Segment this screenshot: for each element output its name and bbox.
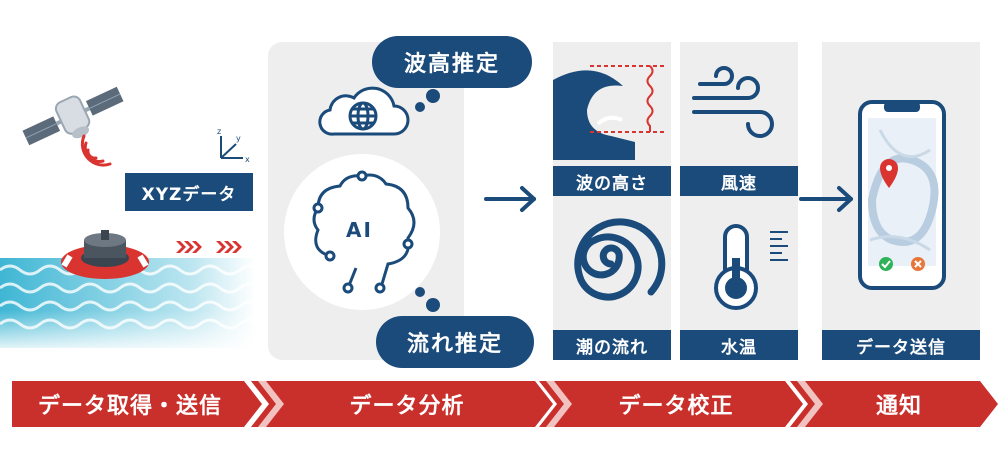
cloud-globe-icon <box>318 86 410 136</box>
ai-label: AI <box>346 218 373 242</box>
flow-estimation-bubble: 流れ推定 <box>376 316 534 368</box>
stage-acquire-label: データ取得・送信 <box>37 394 222 419</box>
thermometer-icon <box>714 224 788 310</box>
arrow-to-calibration-icon <box>484 186 536 212</box>
stage-analysis-label: データ分析 <box>349 394 465 419</box>
wave-estimation-bubble: 波高推定 <box>372 36 532 88</box>
thought-dots-bottom <box>415 287 440 312</box>
transfer-arrows-icon <box>176 241 242 253</box>
data-send-label: データ送信 <box>822 330 980 360</box>
wind-icon <box>692 66 774 138</box>
wind-speed-label: 風速 <box>680 166 798 196</box>
ai-brain-icon <box>284 154 440 310</box>
xyz-data-tag: XYZデータ <box>125 173 253 211</box>
water-temp-label: 水温 <box>680 330 798 360</box>
thought-dots-top <box>415 89 440 112</box>
smartphone-map-icon <box>858 100 946 290</box>
wave-height-icon <box>553 65 666 160</box>
buoy-icon <box>61 230 149 279</box>
signal-icon <box>80 134 112 167</box>
svg-text:x: x <box>245 155 250 164</box>
svg-text:z: z <box>217 127 221 136</box>
axis-letters: z y x <box>217 127 250 164</box>
svg-text:y: y <box>236 134 241 143</box>
tide-swirl-icon <box>574 218 666 301</box>
wave-height-label: 波の高さ <box>553 166 671 196</box>
stage-calibration-label: データ校正 <box>618 394 734 419</box>
arrow-to-notification-icon <box>799 186 853 212</box>
xyz-axis-icon <box>220 136 243 159</box>
satellite-icon <box>22 86 124 146</box>
sea-waves <box>0 258 261 355</box>
stage-ribbon <box>12 381 998 427</box>
stage-notify-label: 通知 <box>875 394 922 419</box>
tide-flow-label: 潮の流れ <box>553 330 671 360</box>
